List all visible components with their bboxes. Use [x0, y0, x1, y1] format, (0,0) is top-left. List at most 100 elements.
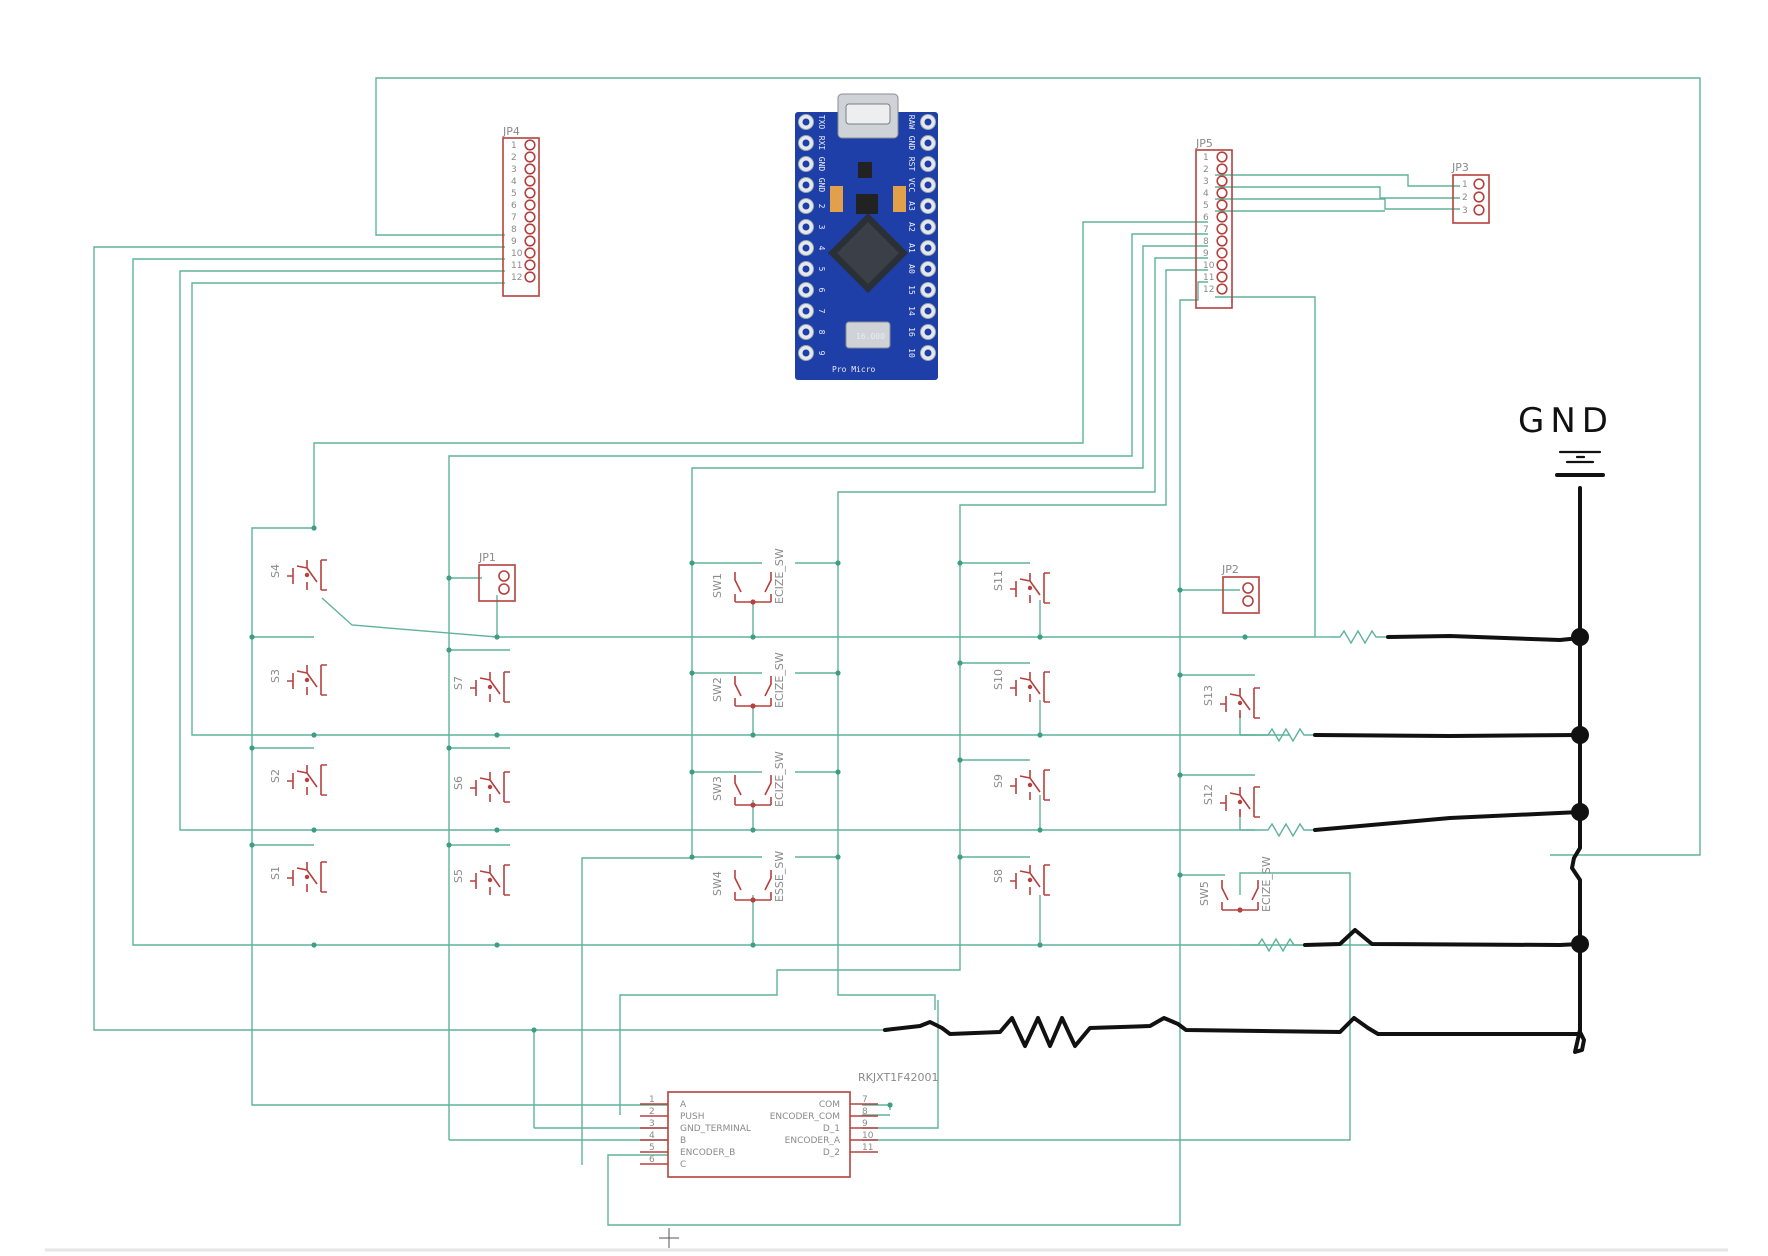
jp4-pin-label: 3	[511, 165, 517, 175]
jp3-pin-label: 2	[1462, 193, 1468, 203]
encoder-pin-name: GND_TERMINAL	[680, 1124, 751, 1134]
jp3-pin	[1473, 191, 1485, 203]
jp5-pin-label: 12	[1203, 285, 1214, 295]
board-pin-label-right: A0	[907, 264, 916, 274]
encoder-pin-number: 1	[649, 1095, 655, 1105]
jp4-pin	[524, 151, 536, 163]
encoder-pin-number: 11	[862, 1143, 873, 1153]
switch-label: S6	[452, 776, 465, 790]
cursor-crosshair	[659, 1228, 679, 1248]
jp3-pin	[1473, 178, 1485, 190]
board-pin-label-left: 3	[817, 225, 826, 230]
switch-label: S3	[269, 669, 282, 683]
jp4-pin	[524, 187, 536, 199]
switch-label: S1	[269, 866, 282, 880]
board-hole-center	[802, 265, 810, 273]
header-jp3: JP3 123	[1451, 161, 1490, 224]
jp4-pin	[524, 271, 536, 283]
jp5-pin	[1216, 283, 1228, 295]
jp4-pin	[524, 247, 536, 259]
board-pin-label-right: A1	[907, 243, 916, 253]
encoder-pin-number: 5	[649, 1143, 655, 1153]
board-hole-center	[924, 223, 932, 231]
jp4-pin	[524, 139, 536, 151]
jp5-pin	[1216, 235, 1228, 247]
switch-s10: S10	[992, 669, 1050, 703]
switch-label: SW3	[711, 776, 724, 801]
board-hole-center	[924, 244, 932, 252]
jp5-label: JP5	[1195, 137, 1213, 150]
jp5-pin	[1216, 199, 1228, 211]
board-hole-center	[802, 181, 810, 189]
board-pin-label-left: TXO	[817, 115, 826, 130]
switch-label: S11	[992, 570, 1005, 591]
switch-s6: S6	[452, 771, 510, 803]
jp1-label: JP1	[478, 551, 496, 564]
jp2-label: JP2	[1221, 563, 1239, 576]
board-hole-center	[924, 160, 932, 168]
jp3-pin-label: 1	[1462, 180, 1468, 190]
board-pin-label-left: GND	[817, 157, 826, 172]
board-pin-label-left: 7	[817, 309, 826, 314]
board-pin-label-right: GND	[907, 136, 916, 151]
jp5-pin-label: 3	[1203, 177, 1209, 187]
jp4-pin	[524, 235, 536, 247]
switch-value: ECIZE_SW	[1260, 856, 1273, 912]
board-name: Pro Micro	[832, 365, 876, 374]
switch-s12: S12	[1202, 784, 1260, 818]
board-pin-label-left: 2	[817, 204, 826, 209]
jp4-pin-label: 9	[511, 237, 517, 247]
jp4-pin-label: 5	[511, 189, 517, 199]
junction-dots	[249, 525, 1248, 1108]
board-hole-center	[802, 118, 810, 126]
jp4-pin-label: 6	[511, 201, 517, 211]
encoder-pin-name: ENCODER_B	[680, 1148, 735, 1158]
switch-label: S2	[269, 769, 282, 783]
switch-s7: S7	[452, 671, 510, 703]
jp5-pin	[1216, 163, 1228, 175]
encoder-pin-number: 4	[649, 1131, 655, 1141]
board-pin-label-right: 14	[907, 306, 916, 316]
pull-resistors	[1250, 629, 1388, 953]
jp4-pin-label: 8	[511, 225, 517, 235]
jp4-pin	[524, 175, 536, 187]
board-pin-label-right: RST	[907, 157, 916, 172]
board-hole-center	[802, 286, 810, 294]
jp5-pin	[1216, 211, 1228, 223]
jp4-pin	[524, 163, 536, 175]
jp5-pin	[1216, 259, 1228, 271]
jp5-pin	[1216, 151, 1228, 163]
jp5-pin-label: 6	[1203, 213, 1209, 223]
switch-s9: S9	[992, 769, 1050, 801]
board-hole-center	[802, 139, 810, 147]
switch-value: ECIZE_SW	[773, 652, 786, 708]
jp5-pin-label: 4	[1203, 189, 1209, 199]
jp5-pin-label: 2	[1203, 165, 1209, 175]
switch-label: S13	[1202, 685, 1215, 706]
switch-label: S5	[452, 869, 465, 883]
encoder-part-label: RKJXT1F42001	[858, 1071, 938, 1084]
wires	[93, 77, 1701, 1226]
board-pin-label-left: 4	[817, 246, 826, 251]
encoder-pin-number: 3	[649, 1119, 655, 1129]
board-hole-center	[924, 139, 932, 147]
gnd-label: GND	[1518, 401, 1614, 441]
jp4-pin	[524, 223, 536, 235]
board-hole-center	[924, 307, 932, 315]
switch-label: S7	[452, 676, 465, 690]
board-pin-label-left: 9	[817, 351, 826, 356]
jp5-pin-label: 7	[1203, 225, 1209, 235]
encoder-pin-name: D_1	[823, 1124, 840, 1134]
jp4-pin	[524, 199, 536, 211]
board-pin-label-right: A2	[907, 222, 916, 232]
switch-s4: S4	[269, 559, 327, 591]
jp5-pin-label: 11	[1203, 273, 1214, 283]
board-hole-center	[924, 202, 932, 210]
